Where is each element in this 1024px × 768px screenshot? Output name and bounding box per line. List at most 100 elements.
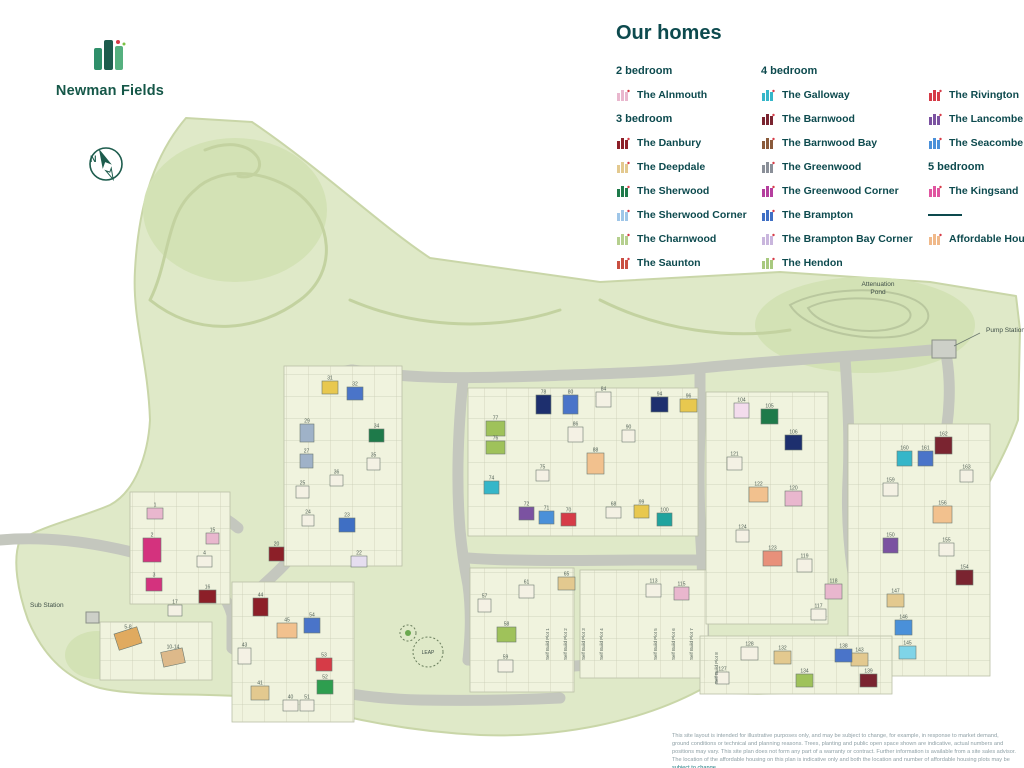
legend-item[interactable]: The Barnwood Bay [761, 131, 928, 155]
plot-house[interactable] [535, 394, 552, 415]
plot-house[interactable] [557, 576, 576, 591]
plot-house[interactable] [237, 647, 252, 665]
plot-house[interactable] [673, 586, 690, 601]
plot-house[interactable] [282, 699, 299, 712]
legend-item[interactable]: The Greenwood [761, 155, 928, 179]
plot-house[interactable] [595, 391, 612, 408]
plot-house[interactable] [167, 604, 183, 617]
plot-house[interactable] [740, 646, 759, 661]
plot-house[interactable] [896, 450, 913, 467]
plot-house[interactable] [894, 619, 913, 636]
plot-house[interactable] [586, 452, 605, 475]
plot-house[interactable] [882, 537, 899, 554]
plot-house[interactable] [252, 597, 269, 617]
plot-house[interactable] [196, 555, 213, 568]
plot-house[interactable] [303, 617, 321, 634]
plot-house[interactable] [621, 429, 636, 443]
plot-house[interactable] [850, 652, 869, 667]
plot-house[interactable] [295, 485, 310, 499]
legend-item[interactable]: The Lancombe [928, 107, 1024, 131]
legend-item[interactable]: The Galloway [761, 83, 928, 107]
plot-house[interactable] [299, 453, 314, 469]
plot-house[interactable] [538, 510, 555, 525]
plot-house[interactable] [518, 506, 535, 521]
plot-house[interactable] [859, 673, 878, 688]
plot-house[interactable] [762, 550, 783, 567]
plot-house[interactable] [299, 423, 315, 443]
plot-house[interactable] [368, 428, 385, 443]
plot-house[interactable] [932, 505, 953, 524]
plot-house[interactable] [299, 699, 315, 712]
plot-house[interactable] [645, 583, 662, 598]
plot-house[interactable] [917, 450, 934, 467]
plot-house[interactable] [882, 482, 899, 497]
legend-item[interactable]: The Kingsand [928, 179, 1024, 203]
plot-house[interactable] [485, 420, 506, 437]
legend-item[interactable]: The Alnmouth [616, 83, 761, 107]
plot-house[interactable] [485, 440, 506, 455]
plot-house[interactable] [316, 679, 334, 695]
legend-item[interactable]: The Danbury [616, 131, 761, 155]
plot-house[interactable] [535, 469, 550, 482]
plot-house[interactable] [824, 583, 843, 600]
plot-house[interactable] [198, 589, 217, 604]
plot-house[interactable] [733, 402, 750, 419]
plot-house[interactable] [560, 512, 577, 527]
plot-house[interactable] [834, 648, 853, 663]
plot-house[interactable] [160, 647, 186, 668]
legend-item[interactable]: The Seacombe [928, 131, 1024, 155]
legend-item[interactable]: The Sherwood Corner [616, 203, 761, 227]
legend-item[interactable]: The Charnwood [616, 227, 761, 251]
legend-item[interactable]: Affordable Housing [928, 227, 1024, 251]
plot-house[interactable] [760, 408, 779, 425]
plot-house[interactable] [650, 396, 669, 413]
plot-house[interactable] [562, 394, 579, 415]
plot-house[interactable] [715, 671, 730, 685]
plot-house[interactable] [250, 685, 270, 701]
plot-house[interactable] [518, 584, 535, 599]
legend-item[interactable]: The Sherwood [616, 179, 761, 203]
plot-house[interactable] [301, 514, 315, 527]
plot-house[interactable] [784, 434, 803, 451]
plot-house[interactable] [350, 555, 368, 568]
plot-house[interactable] [366, 457, 381, 471]
plot-house[interactable] [605, 506, 622, 519]
plot-house[interactable] [796, 558, 813, 573]
legend-item[interactable]: The Rivington [928, 83, 1024, 107]
plot-house[interactable] [886, 593, 905, 608]
plot-house[interactable] [477, 598, 492, 613]
plot-house[interactable] [497, 659, 514, 673]
plot-house[interactable] [726, 456, 743, 471]
plot-house[interactable] [795, 673, 814, 688]
legend-item[interactable]: The Greenwood Corner [761, 179, 928, 203]
plot-house[interactable] [113, 626, 143, 651]
legend-item[interactable]: The Hendon [761, 251, 928, 275]
legend-item[interactable]: The Deepdale [616, 155, 761, 179]
plot-house[interactable] [276, 622, 298, 639]
plot-house[interactable] [959, 469, 974, 483]
plot-house[interactable] [268, 546, 285, 562]
plot-house[interactable] [142, 537, 162, 563]
plot-house[interactable] [633, 504, 650, 519]
legend-item[interactable]: The Brampton Bay Corner [761, 227, 928, 251]
plot-house[interactable] [483, 480, 500, 495]
plot-house[interactable] [898, 645, 917, 660]
plot-house[interactable] [338, 517, 356, 533]
plot-house[interactable] [496, 626, 517, 643]
plot-house[interactable] [679, 398, 698, 413]
plot-house[interactable] [955, 569, 974, 586]
plot-house[interactable] [146, 507, 164, 520]
plot-house[interactable] [748, 486, 769, 503]
plot-house[interactable] [735, 529, 750, 543]
legend-item[interactable]: The Barnwood [761, 107, 928, 131]
legend-item[interactable]: The Saunton [616, 251, 761, 275]
plot-house[interactable] [346, 386, 364, 401]
plot-house[interactable] [567, 426, 584, 443]
plot-house[interactable] [329, 474, 344, 487]
plot-house[interactable] [773, 650, 792, 665]
plot-house[interactable] [145, 577, 163, 592]
plot-house[interactable] [938, 542, 955, 557]
plot-house[interactable] [205, 532, 220, 545]
plot-house[interactable] [321, 380, 339, 395]
plot-house[interactable] [656, 512, 673, 527]
